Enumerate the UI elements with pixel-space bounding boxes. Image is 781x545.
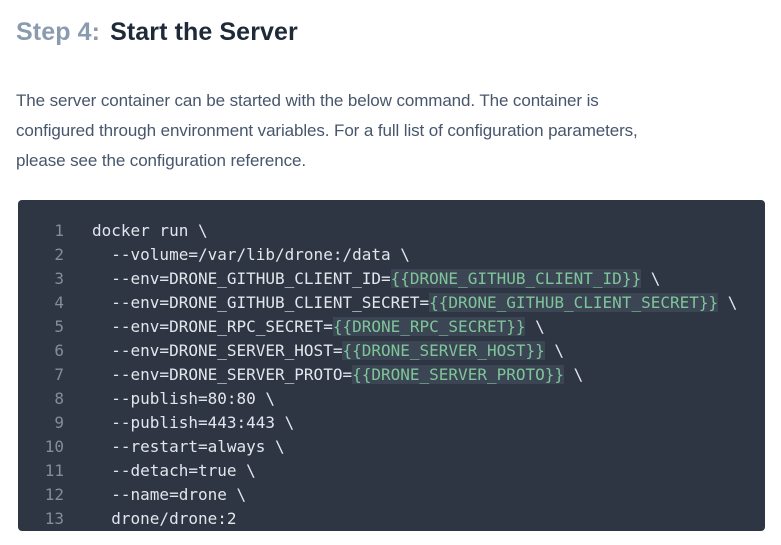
code-segment: --restart=always \ xyxy=(92,437,285,456)
code-text: --restart=always \ xyxy=(92,435,285,459)
template-variable: {{DRONE_RPC_SECRET}} xyxy=(332,317,526,336)
code-line: 7 --env=DRONE_SERVER_PROTO={{DRONE_SERVE… xyxy=(18,363,765,387)
code-segment: --env=DRONE_SERVER_PROTO= xyxy=(92,365,353,384)
code-line: 4 --env=DRONE_GITHUB_CLIENT_SECRET={{DRO… xyxy=(18,291,765,315)
code-line: 11 --detach=true \ xyxy=(18,459,765,483)
line-number: 3 xyxy=(54,269,64,288)
code-line: 10 --restart=always \ xyxy=(18,435,765,459)
line-number: 10 xyxy=(44,437,64,456)
code-line: 2 --volume=/var/lib/drone:/data \ xyxy=(18,243,765,267)
code-segment: docker run \ xyxy=(92,221,208,240)
template-variable: {{DRONE_SERVER_HOST}} xyxy=(342,341,545,360)
line-number: 4 xyxy=(54,293,64,312)
code-segment: \ xyxy=(718,293,738,312)
code-text: --publish=80:80 \ xyxy=(92,387,275,411)
code-text: --env=DRONE_GITHUB_CLIENT_ID={{DRONE_GIT… xyxy=(92,267,660,291)
template-variable: {{DRONE_SERVER_PROTO}} xyxy=(352,365,565,384)
code-segment: --detach=true \ xyxy=(92,461,256,480)
paragraph-line: configured through environment variables… xyxy=(16,121,638,140)
code-text: --volume=/var/lib/drone:/data \ xyxy=(92,243,410,267)
line-number: 11 xyxy=(44,461,64,480)
template-variable: {{DRONE_GITHUB_CLIENT_ID}} xyxy=(390,269,642,288)
line-number: 2 xyxy=(54,245,64,264)
code-text: docker run \ xyxy=(92,219,208,243)
code-segment: --publish=80:80 \ xyxy=(92,389,276,408)
line-number: 9 xyxy=(54,413,64,432)
code-segment: --publish=443:443 \ xyxy=(92,413,295,432)
code-text: --publish=443:443 \ xyxy=(92,411,294,435)
code-segment: --env=DRONE_GITHUB_CLIENT_ID= xyxy=(92,269,391,288)
code-line: 13 drone/drone:2 xyxy=(18,507,765,531)
line-number: 13 xyxy=(44,509,64,528)
code-segment: \ xyxy=(641,269,661,288)
code-segment: --env=DRONE_GITHUB_CLIENT_SECRET= xyxy=(92,293,430,312)
page: Step 4: Start the Server The server conta… xyxy=(0,16,781,545)
code-segment: --env=DRONE_RPC_SECRET= xyxy=(92,317,333,336)
code-segment: --name=drone \ xyxy=(92,485,247,504)
line-number: 12 xyxy=(44,485,64,504)
paragraph-line: The server container can be started with… xyxy=(16,91,599,110)
step-label: Step 4: xyxy=(16,18,101,46)
code-line: 3 --env=DRONE_GITHUB_CLIENT_ID={{DRONE_G… xyxy=(18,267,765,291)
line-number: 8 xyxy=(54,389,64,408)
paragraph-line: please see the configuration reference. xyxy=(16,151,307,170)
code-line: 6 --env=DRONE_SERVER_HOST={{DRONE_SERVER… xyxy=(18,339,765,363)
code-segment: \ xyxy=(544,341,565,360)
code-line: 12 --name=drone \ xyxy=(18,483,765,507)
code-text: --detach=true \ xyxy=(92,459,256,483)
code-line: 8 --publish=80:80 \ xyxy=(18,387,765,411)
code-text: --env=DRONE_RPC_SECRET={{DRONE_RPC_SECRE… xyxy=(92,315,545,339)
code-segment: drone/drone:2 xyxy=(92,509,237,528)
line-number: 5 xyxy=(54,317,64,336)
code-segment: \ xyxy=(525,317,545,336)
code-block: 1 docker run \ 2 --volume=/var/lib/drone:/… xyxy=(18,200,765,531)
code-lines: 1 docker run \ 2 --volume=/var/lib/drone:/… xyxy=(18,219,765,531)
code-line: 9 --publish=443:443 \ xyxy=(18,411,765,435)
code-segment: --volume=/var/lib/drone:/data \ xyxy=(92,245,410,264)
code-text: --name=drone \ xyxy=(92,483,246,507)
line-number: 1 xyxy=(54,221,64,240)
code-line: 1 docker run \ xyxy=(18,219,765,243)
page-title: Step 4: Start the Server xyxy=(16,16,781,48)
code-text: --env=DRONE_GITHUB_CLIENT_SECRET={{DRONE… xyxy=(92,291,737,315)
intro-paragraph: The server container can be started with… xyxy=(16,86,781,176)
code-segment: --env=DRONE_SERVER_HOST= xyxy=(92,341,343,360)
code-text: --env=DRONE_SERVER_HOST={{DRONE_SERVER_H… xyxy=(92,339,564,363)
heading-title: Start the Server xyxy=(110,18,298,46)
line-number: 7 xyxy=(54,365,64,384)
code-text: --env=DRONE_SERVER_PROTO={{DRONE_SERVER_… xyxy=(92,363,583,387)
template-variable: {{DRONE_GITHUB_CLIENT_SECRET}} xyxy=(429,293,719,312)
code-text: drone/drone:2 xyxy=(92,507,237,531)
code-line: 5 --env=DRONE_RPC_SECRET={{DRONE_RPC_SEC… xyxy=(18,315,765,339)
code-segment: \ xyxy=(564,365,584,384)
line-number: 6 xyxy=(54,341,64,360)
